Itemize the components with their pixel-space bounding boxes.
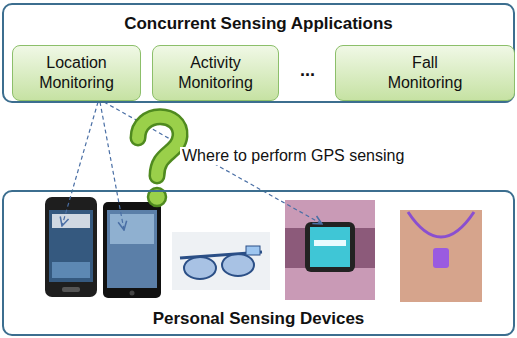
tablet-icon	[103, 202, 161, 298]
panel-heading: Personal Sensing Devices	[4, 309, 513, 329]
watch-icon	[285, 200, 375, 300]
question-caption: Where to perform GPS sensing	[180, 147, 406, 165]
pointer-lines	[62, 102, 322, 230]
box-label: Location Monitoring	[17, 53, 136, 93]
glasses-icon	[172, 232, 270, 290]
ellipsis-mark: ...	[300, 60, 315, 81]
phone-icon	[45, 197, 97, 297]
panel-heading: Concurrent Sensing Applications	[4, 14, 513, 34]
pendant-icon	[400, 210, 482, 302]
device-panel: Personal Sensing Devices	[2, 190, 515, 336]
application-box: Location Monitoring	[12, 45, 141, 101]
application-box: Activity Monitoring	[152, 45, 279, 101]
box-label: Fall Monitoring	[375, 53, 475, 93]
application-panel: Location Monitoring Activity Monitoring Fa…	[2, 3, 515, 103]
box-label: Activity Monitoring	[157, 53, 274, 93]
application-box: Fall Monitoring	[335, 45, 515, 101]
question-mark-graphic	[138, 117, 180, 206]
